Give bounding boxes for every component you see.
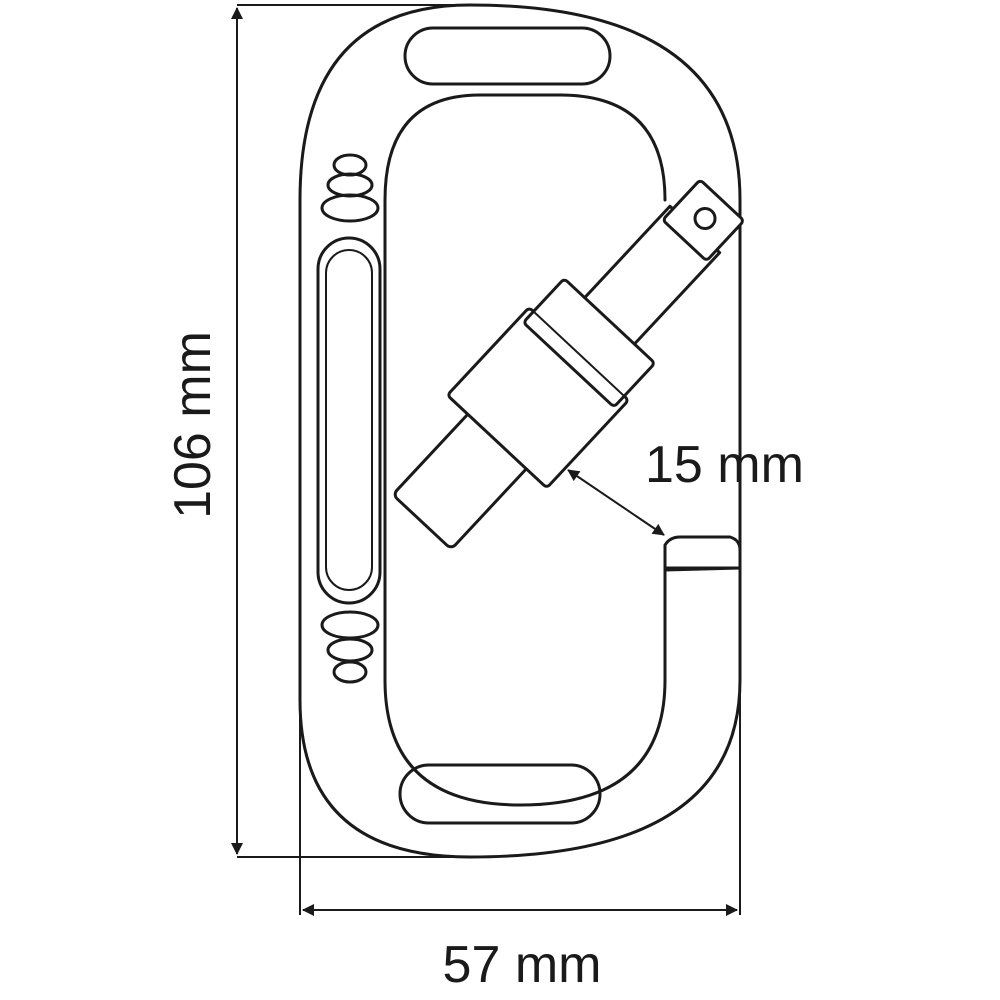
gate-opening-dimension: 15 mm	[567, 436, 804, 536]
height-dimension: 106 mm	[164, 4, 470, 858]
carabiner-body-outer	[298, 3, 742, 859]
width-dimension: 57 mm	[299, 575, 741, 994]
width-label: 57 mm	[443, 936, 602, 994]
screw-gate	[393, 179, 744, 549]
carabiner-nose	[663, 535, 742, 572]
grip-ridges-bottom	[320, 610, 380, 684]
grip-ridges-top	[320, 153, 380, 223]
carabiner-inner-opening	[383, 93, 667, 807]
top-slot	[403, 26, 612, 86]
height-label: 106 mm	[164, 331, 222, 519]
bottom-slot	[398, 763, 602, 825]
side-slot	[316, 236, 382, 605]
gate-opening-label: 15 mm	[645, 436, 804, 494]
